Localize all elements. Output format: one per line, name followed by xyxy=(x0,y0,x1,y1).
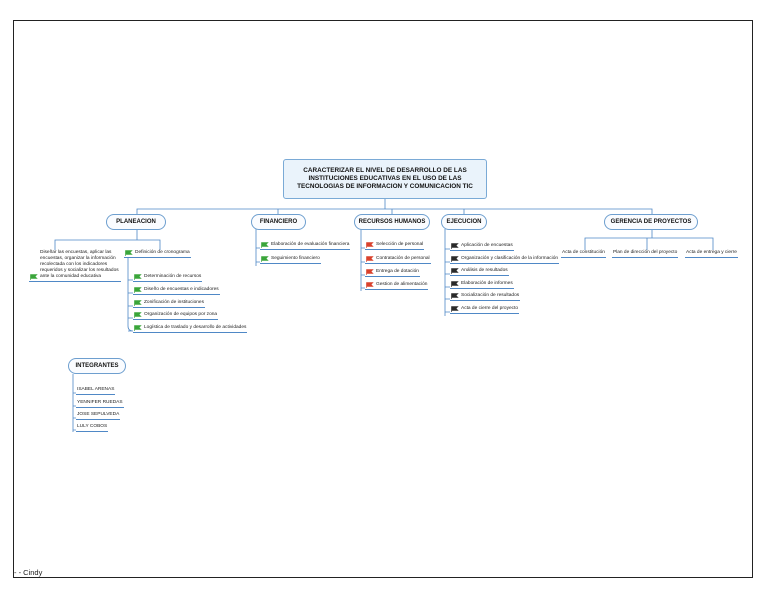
subtopic-gerencia-item[interactable]: Plan de dirección del proyecto xyxy=(612,250,679,258)
link-central-hub xyxy=(136,199,653,214)
green-flag-icon xyxy=(30,274,38,280)
subtopic-definicion-cronograma[interactable]: Definición de cronograma xyxy=(124,250,191,258)
subtopic-label: Gestion de alimentación xyxy=(376,282,428,287)
member-item[interactable]: YENNIFER RUEDAS xyxy=(76,400,124,408)
central-topic-line-2: INSTITUCIONES EDUCATIVAS EN EL USO DE LA… xyxy=(308,174,462,182)
subtopic-ejecucion-item[interactable]: Elaboración de informes xyxy=(450,281,514,289)
link-gerencia-children xyxy=(584,229,714,250)
footer-author: - - Cindy xyxy=(14,568,43,577)
black-flag-icon xyxy=(451,268,459,274)
subtopic-ejecucion-item[interactable]: Aplicación de encuestas xyxy=(450,243,514,251)
subtopic-label: Selección de personal xyxy=(376,242,424,247)
subtopic-ejecucion-item[interactable]: Organización y clasificación de la infor… xyxy=(450,256,560,264)
link-integrantes-children xyxy=(72,374,76,432)
subtopic-label: Acta de cierre del proyecto xyxy=(461,306,519,311)
subtopic-planeacion-item[interactable]: Determinación de recursos xyxy=(133,274,203,282)
black-flag-icon xyxy=(451,281,459,287)
red-flag-icon xyxy=(366,242,374,248)
subtopic-gerencia-item[interactable]: Acta de constitución xyxy=(561,250,606,258)
topic-gerencia-de-proyectos[interactable]: GERENCIA DE PROYECTOS xyxy=(604,214,698,230)
subtopic-planeacion-item[interactable]: Logística de traslado y desarrollo de ac… xyxy=(133,325,248,333)
link-financiero-children xyxy=(255,229,260,266)
black-flag-icon xyxy=(451,306,459,312)
subtopic-rrhh-item[interactable]: Contratación de personal xyxy=(365,256,431,264)
central-topic-line-3: TECNOLOGIAS DE INFORMACION Y COMUNICACIO… xyxy=(297,183,473,191)
subtopic-ejecucion-item[interactable]: Acta de cierre del proyecto xyxy=(450,306,520,314)
green-flag-icon xyxy=(134,274,142,280)
link-planeacion-children xyxy=(54,229,161,250)
red-flag-icon xyxy=(366,269,374,275)
subtopic-label: Organización y clasificación de la infor… xyxy=(461,256,559,261)
subtopic-label: Elaboración de evaluación financiera xyxy=(271,242,350,247)
subtopic-label: Elaboración de informes xyxy=(461,281,513,286)
subtopic-label: Definición de cronograma xyxy=(135,250,190,255)
subtopic-label: Diseñar las encuestas, aplicar las encue… xyxy=(40,250,119,279)
subtopic-planeacion-objetivo[interactable]: Diseñar las encuestas, aplicar las encue… xyxy=(29,250,121,282)
member-item[interactable]: LULY COBOS xyxy=(76,424,109,432)
subtopic-planeacion-item[interactable]: Organización de equipos por zona xyxy=(133,312,219,320)
link-ejecucion-children xyxy=(444,229,450,316)
subtopic-financiero-item[interactable]: Seguimiento financiero xyxy=(260,256,321,264)
subtopic-rrhh-item[interactable]: Gestion de alimentación xyxy=(365,282,429,290)
subtopic-label: Zonificación de instituciones xyxy=(144,300,204,305)
member-item[interactable]: ISABEL ARENAS xyxy=(76,387,116,395)
subtopic-gerencia-item[interactable]: Acta de entrega y cierre xyxy=(685,250,738,258)
link-cronograma-children xyxy=(127,258,134,332)
subtopic-label: Diseño de encuestas e indicadores xyxy=(144,287,219,292)
central-topic-line-1: CARACTERIZAR EL NIVEL DE DESARROLLO DE L… xyxy=(303,166,467,174)
subtopic-ejecucion-item[interactable]: Análisis de resultados xyxy=(450,268,509,276)
topic-planeacion[interactable]: PLANEACION xyxy=(106,214,166,230)
member-item[interactable]: JOSE SEPULVEDA xyxy=(76,412,121,420)
subtopic-rrhh-item[interactable]: Entrega de dotación xyxy=(365,269,420,277)
green-flag-icon xyxy=(134,325,142,331)
black-flag-icon xyxy=(451,256,459,262)
link-rrhh-children xyxy=(360,229,365,291)
subtopic-label: Seguimiento financiero xyxy=(271,256,320,261)
subtopic-ejecucion-item[interactable]: Socialización de resultados xyxy=(450,293,521,301)
central-topic[interactable]: CARACTERIZAR EL NIVEL DE DESARROLLO DE L… xyxy=(283,159,487,199)
topic-recursos-humanos[interactable]: RECURSOS HUMANOS xyxy=(354,214,430,230)
black-flag-icon xyxy=(451,293,459,299)
subtopic-label: Aplicación de encuestas xyxy=(461,243,513,248)
black-flag-icon xyxy=(451,243,459,249)
red-flag-icon xyxy=(366,256,374,262)
canvas-frame xyxy=(13,20,753,578)
green-flag-icon xyxy=(134,300,142,306)
topic-financiero[interactable]: FINANCIERO xyxy=(251,214,306,230)
subtopic-label: Organización de equipos por zona xyxy=(144,312,218,317)
green-flag-icon xyxy=(125,250,133,256)
topic-ejecucion[interactable]: EJECUCION xyxy=(441,214,487,230)
subtopic-label: Entrega de dotación xyxy=(376,269,419,274)
red-flag-icon xyxy=(366,282,374,288)
green-flag-icon xyxy=(261,242,269,248)
subtopic-label: Socialización de resultados xyxy=(461,293,520,298)
subtopic-planeacion-item[interactable]: Diseño de encuestas e indicadores xyxy=(133,287,220,295)
green-flag-icon xyxy=(134,287,142,293)
green-flag-icon xyxy=(261,256,269,262)
subtopic-label: Logística de traslado y desarrollo de ac… xyxy=(144,325,247,330)
subtopic-financiero-item[interactable]: Elaboración de evaluación financiera xyxy=(260,242,351,250)
green-flag-icon xyxy=(134,312,142,318)
subtopic-rrhh-item[interactable]: Selección de personal xyxy=(365,242,425,250)
subtopic-label: Análisis de resultados xyxy=(461,268,508,273)
subtopic-label: Contratación de personal xyxy=(376,256,430,261)
topic-integrantes[interactable]: INTEGRANTES xyxy=(68,358,126,374)
subtopic-planeacion-item[interactable]: Zonificación de instituciones xyxy=(133,300,205,308)
subtopic-label: Determinación de recursos xyxy=(144,274,202,279)
